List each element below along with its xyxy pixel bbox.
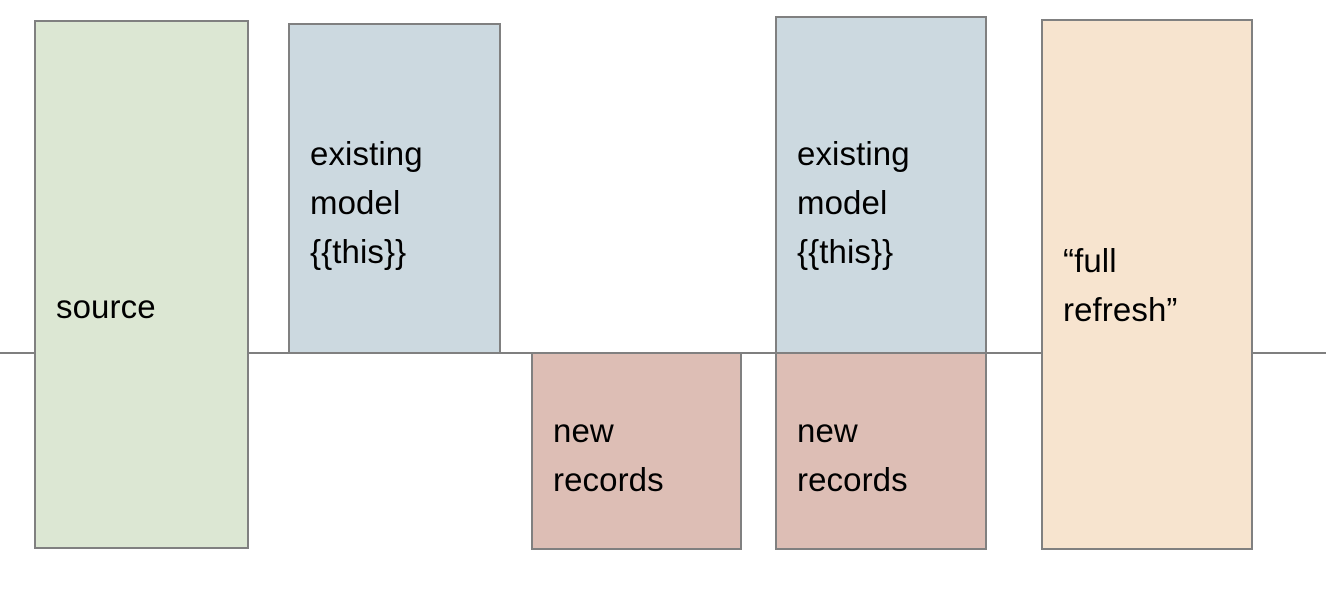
box-source[interactable]: source [34,20,249,549]
box-existing-model-1[interactable]: existing model {{this}} [288,23,501,354]
box-new-records-2-label: new records [797,412,908,498]
box-new-records-1-label: new records [553,412,664,498]
box-new-records-1[interactable]: new records [531,352,742,550]
box-full-refresh-label: “full refresh” [1063,242,1178,328]
box-existing-model-2-label: existing model {{this}} [797,135,910,270]
box-existing-model-1-label: existing model {{this}} [310,135,423,270]
box-source-label: source [56,288,156,325]
box-full-refresh[interactable]: “full refresh” [1041,19,1253,550]
box-new-records-2[interactable]: new records [775,352,987,550]
box-existing-model-2[interactable]: existing model {{this}} [775,16,987,354]
